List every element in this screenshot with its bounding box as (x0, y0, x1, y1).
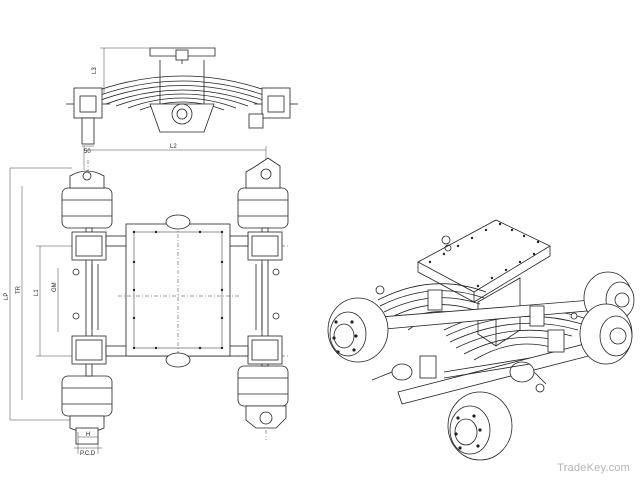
plan-view: L2 LP TR L1 GM (4, 144, 290, 457)
label-dim-50: 50 (84, 149, 91, 155)
label-l2: L2 (170, 144, 177, 150)
label-pcd: P.C.D (80, 451, 96, 457)
label-lp: LP (4, 293, 10, 300)
label-h: H (86, 432, 90, 438)
label-l3: L3 (92, 67, 98, 74)
label-tr: TR (16, 285, 22, 294)
isometric-view (327, 219, 635, 461)
label-gm: GM (52, 282, 58, 292)
watermark: TradeKey.com (557, 462, 630, 474)
label-l1: L1 (34, 289, 40, 296)
front-elevation-view: L3 50 (66, 47, 298, 155)
